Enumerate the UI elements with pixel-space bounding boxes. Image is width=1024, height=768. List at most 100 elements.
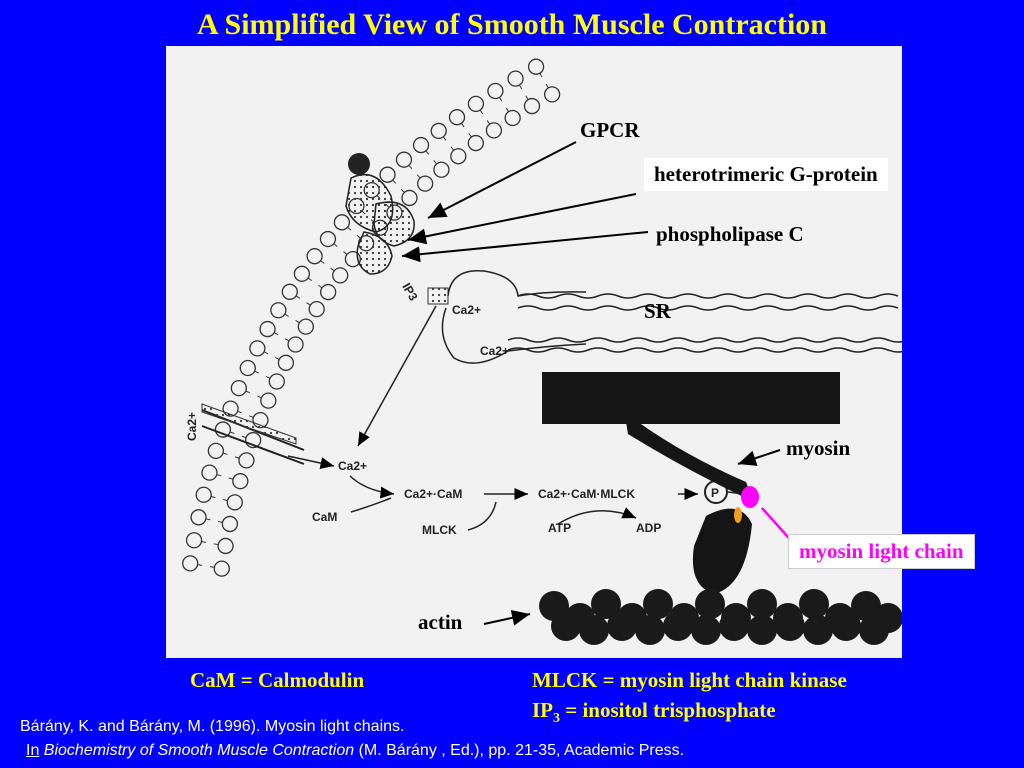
lipid-head (185, 532, 203, 549)
sr-wave-1 (517, 293, 899, 299)
myosin-thick-filament (542, 372, 840, 424)
sr-outline-bottom (441, 307, 587, 364)
ip3-definition: IP3 = inositol trisphosphate (532, 698, 776, 727)
myosin-head (692, 508, 752, 594)
actin-monomer (851, 591, 881, 621)
lipid-head (207, 442, 225, 460)
lipid-head (467, 134, 484, 152)
lipid-head (293, 265, 311, 282)
adp-text: ADP (636, 521, 661, 535)
myosin-neck (626, 422, 754, 502)
lipid-head (320, 283, 337, 301)
channel-ca-text: Ca2+ (185, 412, 199, 441)
diagram-figure: IP3 Ca2+ Ca2+ Ca2+ Ca2+ CaM Ca2+·CaM MLC… (166, 46, 902, 658)
cam-text: CaM (312, 510, 337, 524)
mlck-definition: MLCK = myosin light chain kinase (532, 668, 847, 692)
lipid-head (333, 214, 351, 231)
lipid-head (232, 473, 249, 490)
lipid-head (379, 166, 396, 183)
actin-monomer (643, 589, 673, 619)
lipid-head (281, 283, 298, 300)
sr-label: SR (644, 299, 671, 323)
lipid-head (467, 95, 485, 113)
actin-monomer (551, 611, 581, 641)
lipid-head (306, 248, 323, 265)
lipid-head (448, 109, 466, 126)
lipid-head (319, 230, 337, 248)
lipid-head (230, 379, 248, 397)
actin-monomer (635, 615, 665, 645)
actin-label: actin (418, 610, 463, 634)
reference-line-1: Bárány, K. and Bárány, M. (1996). Myosin… (20, 718, 405, 735)
phosphate-text: P (711, 486, 719, 500)
lipid-head (195, 486, 212, 503)
actin-monomer (579, 615, 609, 645)
arrow-cam-join (350, 497, 392, 513)
lipid-head (201, 464, 218, 481)
plc-arrow (401, 231, 649, 263)
myosin-arrow (737, 449, 781, 466)
ligand-ball (348, 153, 370, 175)
reference-in: In (26, 742, 40, 759)
lipid-head (487, 82, 504, 100)
cacammlck-text: Ca2+·CaM·MLCK (538, 487, 635, 501)
actin-monomer (831, 611, 861, 641)
atp-adp-curve (557, 507, 637, 525)
lipid-head (221, 515, 239, 533)
lipid-head (190, 509, 207, 526)
sr-wave-2 (517, 305, 899, 311)
actin-monomer (695, 589, 725, 619)
ca-channel-shade (201, 403, 297, 445)
plc-label: phospholipase C (656, 222, 804, 246)
lipid-head (260, 392, 277, 409)
lipid-head (543, 86, 561, 103)
lipid-head (416, 175, 434, 192)
lipid-head (433, 161, 450, 178)
actin-monomer (859, 615, 889, 645)
ip3-receptor (427, 287, 449, 305)
lipid-head (268, 373, 285, 390)
actin-filament (539, 589, 902, 645)
slide-title: A Simplified View of Smooth Muscle Contr… (197, 8, 827, 41)
actin-monomer (747, 615, 777, 645)
reference-line-2: In Biochemistry of Smooth Muscle Contrac… (26, 742, 684, 760)
lipid-head (395, 151, 413, 168)
ip3-text: IP3 (399, 281, 420, 304)
cacam-text: Ca2+·CaM (404, 487, 462, 501)
lipid-head (287, 336, 304, 353)
cam-definition: CaM = Calmodulin (190, 668, 365, 692)
diagram-svg: IP3 Ca2+ Ca2+ Ca2+ Ca2+ CaM Ca2+·CaM MLC… (182, 58, 902, 645)
plc-shape (356, 231, 393, 275)
lipid-head (507, 70, 524, 87)
sr-ca-bottom: Ca2+ (480, 344, 509, 358)
lipid-head (270, 302, 287, 319)
reference-rest: (M. Bárány , Ed.), pp. 21-35, Academic P… (354, 742, 685, 759)
lipid-head (217, 537, 234, 555)
arrow-channel-to-ca (287, 455, 335, 469)
myosin-label: myosin (786, 436, 851, 460)
actin-monomer (747, 589, 777, 619)
lipid-head (297, 318, 314, 335)
lipid-head (412, 136, 430, 154)
lipid-head (450, 148, 467, 165)
lipid-head (523, 97, 541, 115)
lipid-head (239, 359, 256, 377)
g-protein-label: heterotrimeric G-protein (644, 158, 888, 191)
lipid-head (430, 122, 447, 140)
gpcr-label: GPCR (580, 118, 640, 142)
actin-monomer (607, 611, 637, 641)
actin-monomer (775, 611, 805, 641)
lipid-head (485, 122, 503, 139)
lipid-head (277, 354, 295, 371)
lipid-head (332, 267, 349, 284)
sr-ca-top: Ca2+ (452, 303, 481, 317)
center-ca-text: Ca2+ (338, 459, 367, 473)
actin-arrow (483, 610, 531, 626)
ca-channel-wall-2 (201, 425, 305, 465)
ip3-suffix: = inositol trisphosphate (560, 698, 776, 722)
essential-light-chain-shape (734, 507, 742, 523)
actin-monomer (591, 589, 621, 619)
ip3-prefix: IP (532, 698, 553, 722)
lipid-head (527, 58, 545, 75)
arrow-mlck-join (467, 501, 497, 531)
